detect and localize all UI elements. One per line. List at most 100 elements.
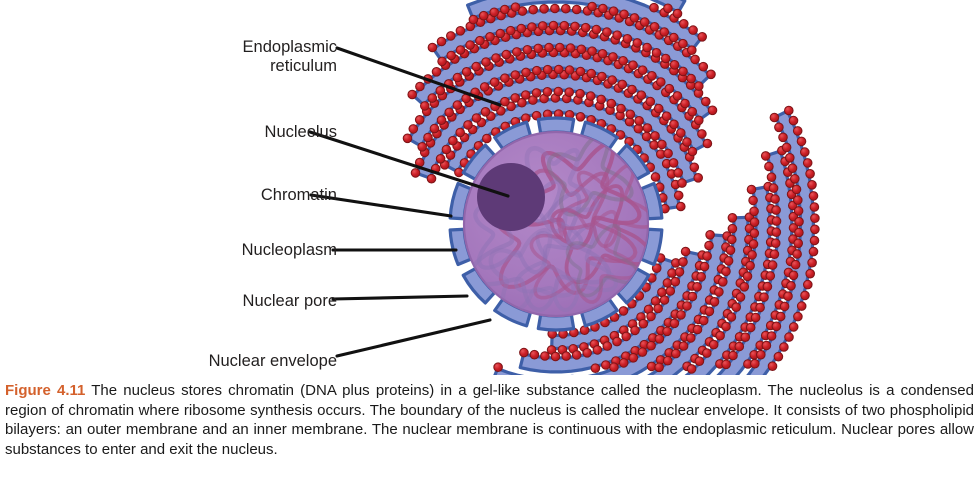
ribosome xyxy=(649,140,659,150)
ribosome xyxy=(520,90,531,100)
ribosome xyxy=(697,32,708,42)
ribosome xyxy=(686,73,696,84)
label-nuclear-pore[interactable]: Nuclear pore xyxy=(242,292,337,310)
ribosome xyxy=(770,238,781,248)
ribosome xyxy=(646,340,656,351)
ribosome xyxy=(723,256,734,266)
ribosome xyxy=(561,351,572,361)
ribosome xyxy=(414,115,425,125)
ribosome xyxy=(646,311,656,322)
ribosome xyxy=(415,81,425,92)
ribosome xyxy=(809,235,820,246)
ribosome xyxy=(793,206,804,216)
ribosome xyxy=(446,50,457,61)
ribosome xyxy=(747,250,757,260)
ribosome xyxy=(516,23,527,34)
ribosome xyxy=(802,158,813,168)
ribosome xyxy=(808,246,819,257)
ribosome xyxy=(673,190,684,201)
ribosome xyxy=(431,67,442,77)
ribosome xyxy=(475,35,485,46)
ribosome xyxy=(807,257,817,268)
ribosome xyxy=(645,96,656,107)
ribosome xyxy=(663,3,673,14)
ribosome xyxy=(671,348,681,359)
ribosome xyxy=(617,79,628,90)
ribosome xyxy=(727,234,737,245)
ribosome xyxy=(580,22,591,33)
ribosome xyxy=(769,249,780,259)
ribosome xyxy=(793,195,803,205)
label-nucleolus[interactable]: Nucleolus xyxy=(264,123,337,141)
ribosome xyxy=(479,82,490,92)
ribosome xyxy=(808,191,819,201)
ribosome xyxy=(612,30,623,41)
ribosome xyxy=(575,66,586,77)
ribosome xyxy=(790,259,801,270)
ribosome xyxy=(686,333,696,343)
ribosome xyxy=(726,312,737,322)
label-endoplasmic-reticulum[interactable]: Endoplasmic reticulum xyxy=(242,38,337,75)
ribosome xyxy=(493,362,503,373)
ribosome xyxy=(766,172,777,182)
ribosome xyxy=(749,228,760,238)
ribosome xyxy=(590,363,601,374)
ribosome xyxy=(489,77,500,87)
ribosome xyxy=(602,341,613,351)
ribosome xyxy=(668,158,679,168)
ribosome xyxy=(598,3,608,14)
ribosome xyxy=(774,122,784,133)
er-connector xyxy=(647,79,671,106)
ribosome xyxy=(669,318,680,329)
ribosome xyxy=(417,142,428,152)
ribosome xyxy=(771,216,782,226)
ribosome xyxy=(423,132,433,143)
ribosome xyxy=(721,266,731,277)
ribosome xyxy=(637,65,648,75)
ribosome xyxy=(769,112,780,123)
ribosome xyxy=(529,349,540,360)
ribosome xyxy=(670,276,681,287)
ribosome xyxy=(596,94,607,105)
ribosome xyxy=(500,96,510,107)
ribosome xyxy=(787,163,798,173)
ribosome xyxy=(779,342,789,352)
leader-line-nuclear-pore xyxy=(331,294,469,301)
ribosome xyxy=(678,66,688,77)
ribosome xyxy=(771,205,781,215)
label-nuclear-envelope[interactable]: Nuclear envelope xyxy=(208,352,337,370)
ribosome xyxy=(659,295,670,305)
ribosome xyxy=(639,17,650,27)
ribosome xyxy=(796,301,807,311)
ribosome xyxy=(745,322,756,333)
ribosome xyxy=(587,46,597,57)
ribosome xyxy=(461,67,472,77)
ribosome xyxy=(555,42,565,53)
ribosome xyxy=(463,120,473,130)
ribosome xyxy=(542,64,553,75)
ribosome xyxy=(436,115,447,125)
ribosome xyxy=(522,45,533,55)
ribosome xyxy=(446,31,456,41)
ribosome xyxy=(452,100,463,110)
ribosome xyxy=(679,19,689,29)
ribosome xyxy=(781,142,792,153)
ribosome xyxy=(686,364,697,374)
ribosome xyxy=(455,45,466,55)
ribosome xyxy=(471,61,482,72)
ribosome xyxy=(680,246,691,257)
ribosome xyxy=(586,68,597,79)
ribosome xyxy=(661,111,672,121)
ribosome xyxy=(721,321,731,332)
ribosome xyxy=(564,87,575,97)
ribosome xyxy=(452,72,463,83)
ribosome xyxy=(702,138,713,149)
ribosome xyxy=(701,96,711,107)
label-nucleoplasm[interactable]: Nucleoplasm xyxy=(241,241,337,259)
ribosome xyxy=(727,213,738,223)
nucleus-diagram xyxy=(308,0,820,375)
ribosome xyxy=(426,173,437,184)
ribosome xyxy=(653,103,664,114)
ribosome xyxy=(654,334,665,344)
label-chromatin[interactable]: Chromatin xyxy=(260,186,337,204)
